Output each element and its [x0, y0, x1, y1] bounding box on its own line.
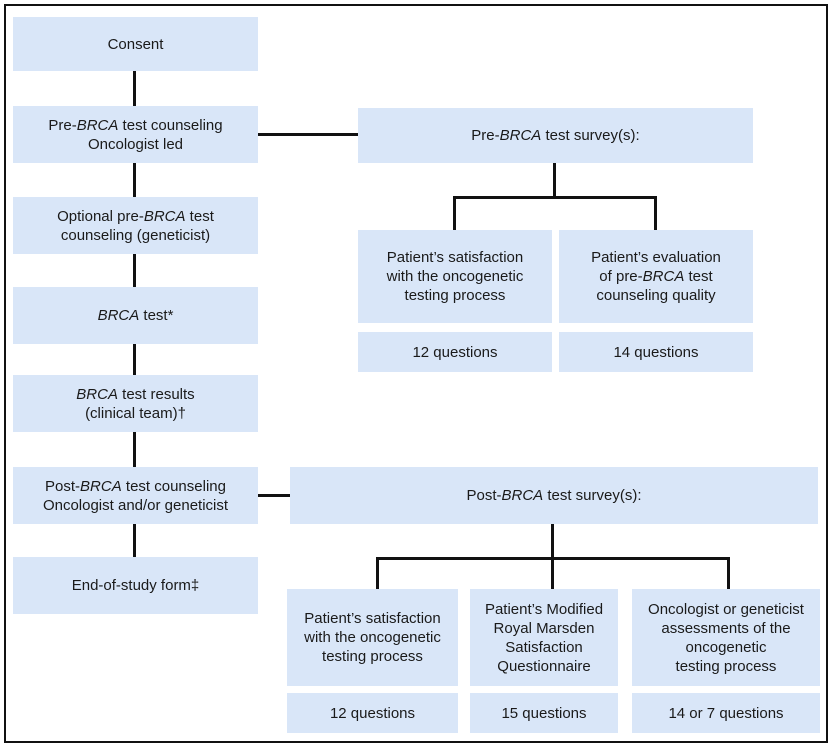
box-label: with the oncogenetic — [304, 629, 441, 646]
box-label: Patient’s Modified — [484, 600, 604, 618]
box-label: oncogenetic — [685, 638, 767, 656]
question-count-box-pre-evaluation: 14 questions — [559, 332, 753, 372]
question-count-box-post-satisfaction: 12 questions — [287, 693, 458, 733]
box-label: Optional pre-BRCA test — [57, 207, 214, 225]
box-label: Oncologist or geneticist — [648, 600, 804, 618]
survey-box-post-satisfaction: Patient’s satisfaction with the oncogene… — [287, 589, 458, 686]
connector-optional-test — [133, 254, 136, 287]
box-label: testing process — [322, 648, 423, 665]
box-label: Consent — [107, 35, 164, 53]
flow-box-optional-pre-brca-counseling: Optional pre-BRCA test counseling (genet… — [13, 197, 258, 254]
box-label: Satisfaction — [505, 638, 583, 656]
box-label: Pre-BRCA test survey(s): — [471, 127, 640, 144]
box-label: counseling (geneticist) — [60, 226, 211, 244]
box-label: Post-BRCA test counseling — [45, 477, 226, 495]
survey-box-pre-evaluation: Patient’s evaluation of pre-BRCA test co… — [559, 230, 753, 323]
flow-box-pre-brca-counseling: Pre-BRCA test counseling Oncologist led — [13, 106, 258, 163]
box-label: Post-BRCA test survey(s): — [466, 487, 642, 504]
question-count-label: 15 questions — [501, 704, 587, 722]
question-count-label: 14 questions — [613, 343, 699, 361]
flow-box-post-brca-counseling: Post-BRCA test counseling Oncologist and… — [13, 467, 258, 524]
box-label: testing process — [675, 657, 777, 675]
box-label: (clinical team)† — [85, 404, 186, 422]
connector-postsurvey-branch-left — [376, 557, 379, 589]
connector-presurvey-branch — [453, 196, 657, 199]
connector-postsurvey-branch-middle — [551, 557, 554, 589]
header-box-pre-brca-survey: Pre-BRCA test survey(s): — [358, 108, 753, 163]
box-label: End-of-study form‡ — [71, 577, 200, 594]
question-count-label: 12 questions — [412, 343, 498, 361]
box-label: Oncologist led — [87, 135, 184, 153]
connector-presurvey-branch-left — [453, 196, 456, 230]
box-label: counseling quality — [596, 287, 716, 304]
question-count-box-pre-satisfaction: 12 questions — [358, 332, 552, 372]
connector-postcounseling-endform — [133, 524, 136, 557]
connector-consent-precounseling — [133, 71, 136, 106]
flow-box-consent: Consent — [13, 17, 258, 71]
question-count-label: 14 or 7 questions — [668, 704, 784, 722]
box-label: Questionnaire — [497, 657, 591, 675]
connector-presurvey-stem — [553, 163, 556, 196]
box-label: BRCA test results — [76, 385, 195, 403]
header-box-post-brca-survey: Post-BRCA test survey(s): — [290, 467, 818, 524]
flow-box-brca-test: BRCA test* — [13, 287, 258, 344]
question-count-box-royal-marsden: 15 questions — [470, 693, 618, 733]
question-count-label: 12 questions — [329, 704, 416, 722]
connector-postcounseling-postsurvey — [258, 494, 290, 497]
connector-results-postcounseling — [133, 432, 136, 467]
box-label: Oncologist and/or geneticist — [42, 496, 229, 514]
question-count-box-clinician-assessment: 14 or 7 questions — [632, 693, 820, 733]
survey-box-royal-marsden: Patient’s Modified Royal Marsden Satisfa… — [470, 589, 618, 686]
box-label: assessments of the — [661, 619, 791, 637]
box-label: Patient’s satisfaction — [386, 249, 524, 266]
box-label: testing process — [404, 287, 506, 304]
connector-test-results — [133, 344, 136, 375]
connector-precounseling-presurvey — [258, 133, 358, 136]
box-label: Pre-BRCA test counseling — [48, 116, 223, 134]
flow-box-brca-test-results: BRCA test results (clinical team)† — [13, 375, 258, 432]
box-label: with the oncogenetic — [386, 268, 524, 285]
box-label: of pre-BRCA test — [599, 268, 713, 285]
figure-border — [4, 4, 828, 743]
flow-box-end-of-study: End-of-study form‡ — [13, 557, 258, 614]
connector-postsurvey-branch-right — [727, 557, 730, 589]
box-label: Patient’s satisfaction — [304, 610, 441, 627]
box-label: Royal Marsden — [493, 619, 595, 637]
box-label: Patient’s evaluation — [591, 249, 721, 266]
connector-presurvey-branch-right — [654, 196, 657, 230]
connector-postsurvey-stem — [551, 524, 554, 557]
survey-box-clinician-assessment: Oncologist or geneticist assessments of … — [632, 589, 820, 686]
box-label: BRCA test* — [97, 307, 174, 324]
survey-box-pre-satisfaction: Patient’s satisfaction with the oncogene… — [358, 230, 552, 323]
connector-precounseling-optional — [133, 163, 136, 197]
